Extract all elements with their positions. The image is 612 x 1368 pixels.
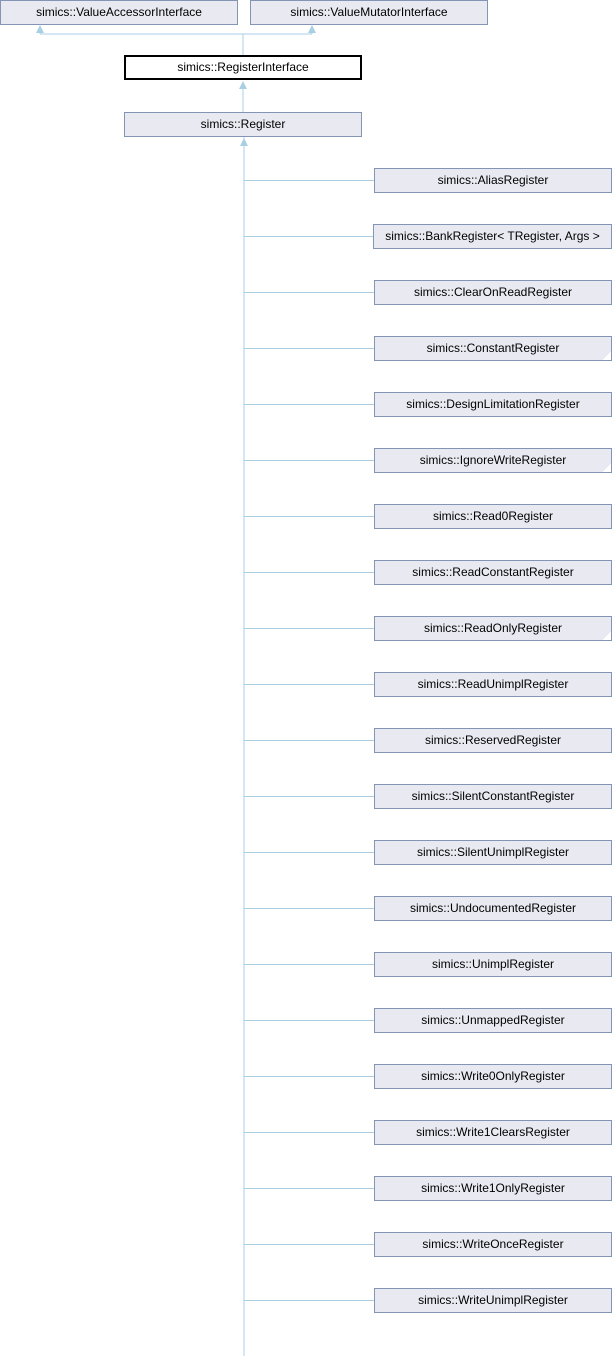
node-undocumented-register[interactable]: simics::UndocumentedRegister <box>374 896 612 921</box>
node-write1-only-register[interactable]: simics::Write1OnlyRegister <box>374 1176 612 1201</box>
node-design-limitation-register[interactable]: simics::DesignLimitationRegister <box>374 392 612 417</box>
node-reserved-register[interactable]: simics::ReservedRegister <box>374 728 612 753</box>
node-register[interactable]: simics::Register <box>124 112 362 137</box>
node-read-constant-register[interactable]: simics::ReadConstantRegister <box>374 560 612 585</box>
node-read-only-register[interactable]: simics::ReadOnlyRegister <box>374 616 612 641</box>
arrowhead-register <box>240 138 248 146</box>
node-silent-constant-register[interactable]: simics::SilentConstantRegister <box>374 784 612 809</box>
node-value-mutator-interface[interactable]: simics::ValueMutatorInterface <box>250 0 488 25</box>
arrowhead-valuemutator <box>308 25 316 33</box>
node-read0-register[interactable]: simics::Read0Register <box>374 504 612 529</box>
node-constant-register[interactable]: simics::ConstantRegister <box>374 336 612 361</box>
node-register-interface[interactable]: simics::RegisterInterface <box>124 55 362 80</box>
node-ignore-write-register[interactable]: simics::IgnoreWriteRegister <box>374 448 612 473</box>
node-bank-register[interactable]: simics::BankRegister< TRegister, Args > <box>373 224 612 249</box>
node-silent-unimpl-register[interactable]: simics::SilentUnimplRegister <box>374 840 612 865</box>
node-read-unimpl-register[interactable]: simics::ReadUnimplRegister <box>374 672 612 697</box>
arrowheads <box>36 25 316 146</box>
node-unimpl-register[interactable]: simics::UnimplRegister <box>374 952 612 977</box>
node-write-once-register[interactable]: simics::WriteOnceRegister <box>374 1232 612 1257</box>
node-value-accessor-interface[interactable]: simics::ValueAccessorInterface <box>0 0 238 25</box>
node-write1-clears-register[interactable]: simics::Write1ClearsRegister <box>374 1120 612 1145</box>
arrowhead-valueaccessor <box>36 25 44 33</box>
node-clear-on-read-register[interactable]: simics::ClearOnReadRegister <box>374 280 612 305</box>
arrowhead-registerinterface <box>239 81 247 89</box>
node-alias-register[interactable]: simics::AliasRegister <box>374 168 612 193</box>
node-write0-only-register[interactable]: simics::Write0OnlyRegister <box>374 1064 612 1089</box>
node-write-unimpl-register[interactable]: simics::WriteUnimplRegister <box>374 1288 612 1313</box>
node-unmapped-register[interactable]: simics::UnmappedRegister <box>374 1008 612 1033</box>
